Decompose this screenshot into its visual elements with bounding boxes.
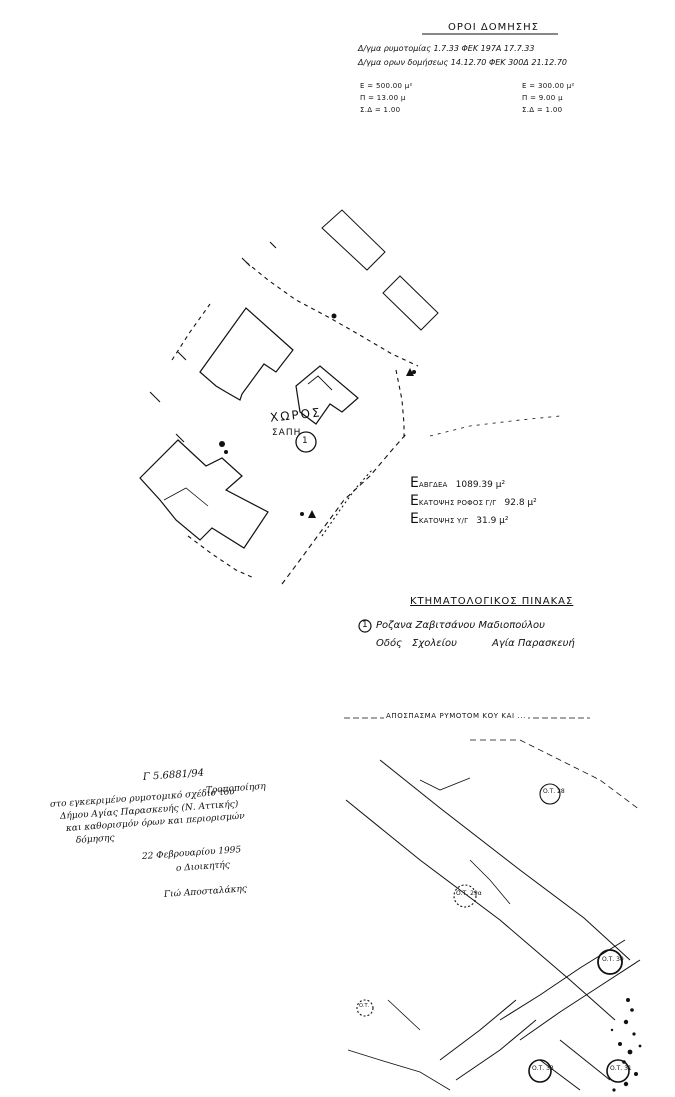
block-label-29a: Ο.Τ. 29α [456, 890, 482, 897]
block-label-30: Ο.Τ. 30 [602, 956, 624, 963]
block-label-31: Ο.Τ. 31 [610, 1065, 632, 1072]
cadastral-entry-number: 1 [362, 620, 368, 630]
area-ground-row: ΕΚΑΤΟΨΗΣ ΡΟΦΟΣ Γ/Γ 92.8 μ² [410, 493, 537, 509]
cadastral-owner: Ροζανα Ζαβιτσάνου Μαδιοπούλου [376, 620, 545, 631]
block-label-28: Ο.Τ. 28 [543, 788, 565, 795]
area-total-row: ΕΑΒΓΔΕΑ 1089.39 μ² [410, 475, 506, 491]
block-label-33: Ο.Τ. 33 [532, 1065, 554, 1072]
parcel-number: 1 [302, 436, 308, 446]
decree-line-2: Δ/γμα ορων δομήσεως 14.12.70 ΦΕΚ 300Δ 21… [358, 58, 567, 67]
building-terms-title: ΟΡΟΙ ΔΟΜΗΣΗΣ [448, 22, 539, 33]
left-term-width: Π = 13.00 μ [360, 94, 406, 102]
space-label-sub: ΣΑΠΗ [272, 428, 302, 438]
right-term-width: Π = 9.00 μ [522, 94, 563, 102]
cadastral-place: Αγία Παρασκευή [492, 638, 575, 649]
right-term-area: Ε = 300.00 μ² [522, 82, 575, 90]
cadastral-title: ΚΤΗΜΑΤΟΛΟΓΙΚΟΣ ΠΙΝΑΚΑΣ [410, 596, 574, 607]
cadastral-street: Σχολείου [412, 638, 457, 649]
right-term-ratio: Σ.Δ = 1.00 [522, 106, 563, 114]
left-term-ratio: Σ.Δ = 1.00 [360, 106, 401, 114]
left-term-area: Ε = 500.00 μ² [360, 82, 413, 90]
excerpt-title: ΑΠΟΣΠΑΣΜΑ ΡΥΜΟΤΟΜ ΚΟΥ ΚΑΙ ... [384, 712, 528, 720]
area-underground-row: ΕΚΑΤΟΨΗΣ Υ/Γ 31.9 μ² [410, 511, 509, 527]
cadastral-street-label: Οδός [376, 638, 402, 649]
decree-line-1: Δ/γμα ρυμοτομίας 1.7.33 ΦΕΚ 197Α 17.7.33 [358, 44, 535, 53]
block-label-unnamed: Ο.Τ. [359, 1003, 370, 1009]
